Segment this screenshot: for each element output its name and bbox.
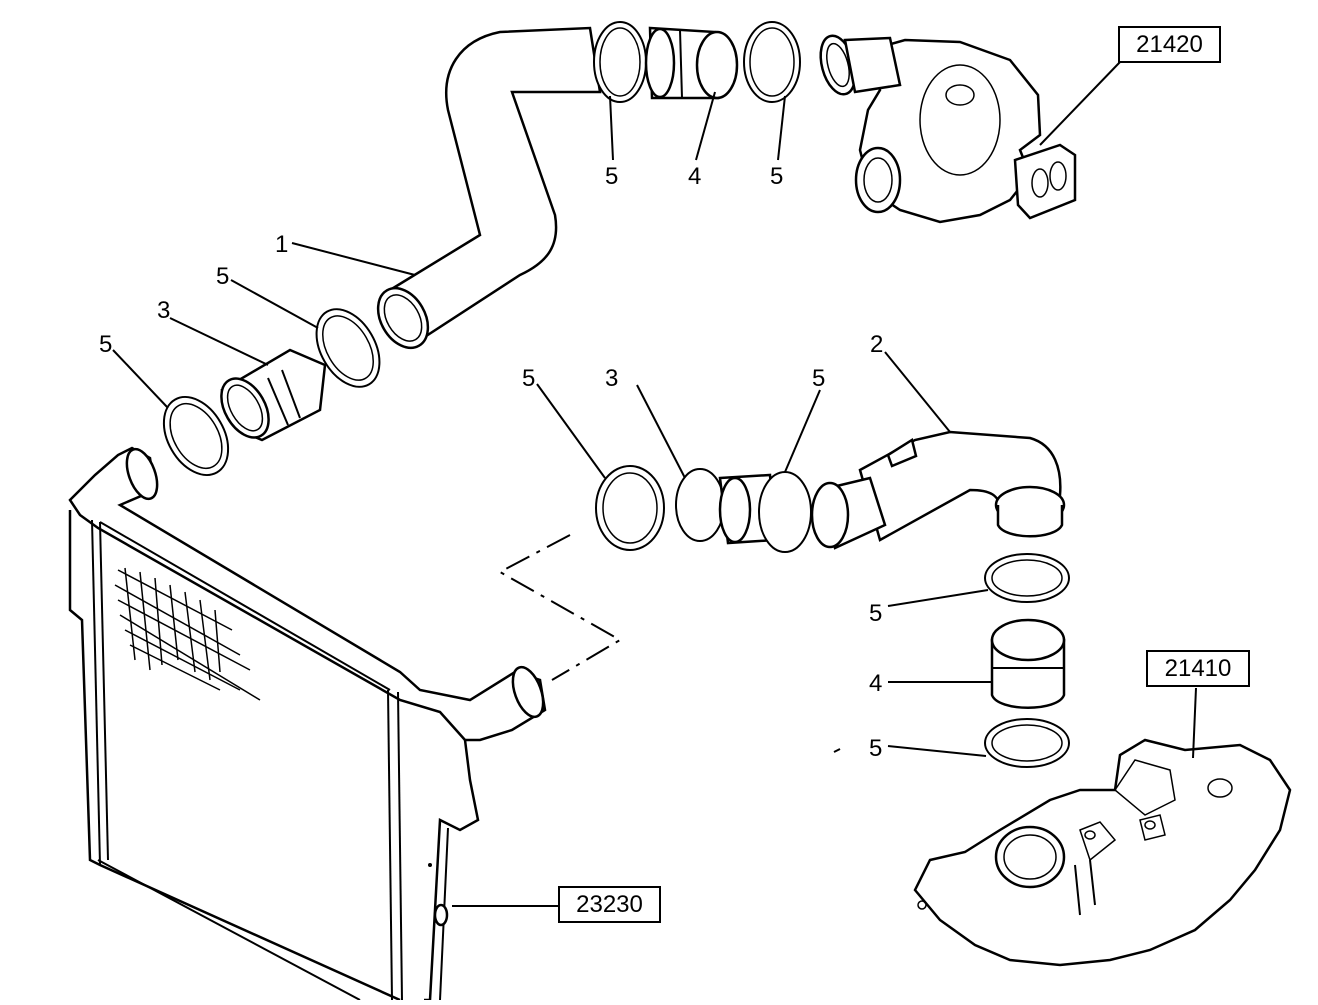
middle-coupling-set bbox=[595, 465, 887, 553]
clamp-5-top-left bbox=[593, 21, 647, 103]
turbocharger bbox=[819, 34, 1077, 224]
callout-clamp-5: 5 bbox=[869, 600, 882, 627]
clamp-5-top-right bbox=[743, 21, 801, 103]
callout-clamp-5: 5 bbox=[522, 365, 535, 392]
core-mesh-hatch bbox=[114, 567, 261, 701]
right-coupling-set bbox=[984, 553, 1070, 768]
reference-box-turbocharger: 21420 bbox=[1118, 26, 1221, 63]
hose-2 bbox=[858, 430, 1066, 542]
callout-sleeve-3-left: 3 bbox=[157, 297, 170, 324]
callout-labels: 1 2 3 3 4 4 5 5 5 5 5 5 5 5 bbox=[99, 163, 883, 762]
callout-clamp-5: 5 bbox=[99, 331, 112, 358]
hose-1 bbox=[376, 26, 602, 350]
clamp-5-middle-left bbox=[595, 465, 665, 551]
callout-clamp-5: 5 bbox=[605, 163, 618, 190]
clamp-5-right-upper bbox=[984, 553, 1070, 603]
reference-box-intake-manifold: 21410 bbox=[1146, 650, 1250, 687]
intake-manifold bbox=[913, 738, 1292, 967]
callout-hose-1: 1 bbox=[275, 231, 288, 258]
callout-clamp-5: 5 bbox=[216, 263, 229, 290]
callout-clamp-5: 5 bbox=[770, 163, 783, 190]
clamp-5-middle-inner bbox=[675, 468, 725, 542]
connection-line bbox=[497, 534, 622, 681]
clamp-5-left-lower bbox=[162, 396, 230, 476]
callout-sleeve-4-right: 4 bbox=[869, 670, 882, 697]
clamp-5-left-upper bbox=[315, 308, 381, 388]
top-coupling-set bbox=[593, 21, 801, 103]
ref-number-23230: 23230 bbox=[576, 891, 643, 918]
clamp-5-right-lower bbox=[984, 718, 1070, 768]
ref-number-21420: 21420 bbox=[1136, 31, 1203, 58]
leader-lines bbox=[112, 61, 1197, 907]
callout-hose-2: 2 bbox=[870, 331, 883, 358]
clamp-5-middle-right bbox=[758, 471, 812, 553]
ref-number-21410: 21410 bbox=[1165, 655, 1232, 682]
callout-sleeve-4-top: 4 bbox=[688, 163, 701, 190]
reference-box-intercooler: 23230 bbox=[558, 886, 661, 923]
turbo-flange bbox=[1013, 143, 1077, 220]
callout-sleeve-3-middle: 3 bbox=[605, 365, 618, 392]
left-coupling-set bbox=[162, 308, 381, 476]
callout-clamp-5: 5 bbox=[812, 365, 825, 392]
callout-clamp-5: 5 bbox=[869, 735, 882, 762]
intercooler bbox=[68, 446, 547, 1002]
